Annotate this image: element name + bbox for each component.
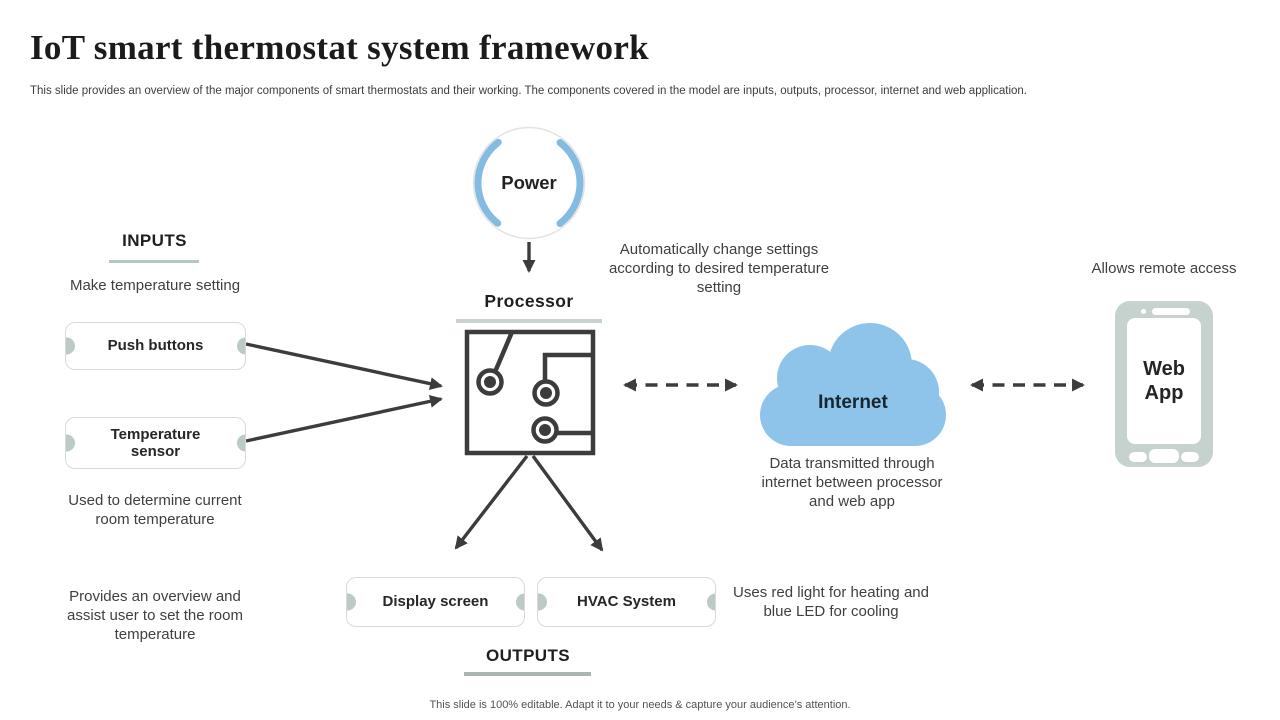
cloud-icon [760,323,946,446]
inputs-underline [109,260,199,263]
arrow-sensor-to-processor [245,394,443,443]
node-push-buttons: Push buttons [65,322,246,370]
inputs-note-top: Make temperature setting [69,277,241,294]
auto-change-note: Automatically change settings according … [608,241,830,297]
node-temperature-sensor-label: Temperature sensor [110,425,201,460]
phone-screen: Web App [1127,318,1201,444]
processor-heading: Processor [484,291,574,311]
arrow-processor-to-display [454,454,529,550]
phone-button-right [1181,452,1199,462]
phone-speaker-bar [1152,308,1190,315]
arrow-processor-to-hvac [531,454,604,552]
circuit-board-icon [464,329,596,456]
slide-subtitle: This slide provides an overview of the m… [30,85,1027,97]
smartphone-icon: Web App [1115,301,1213,467]
power-label: Power [501,172,557,193]
remote-access-note: Allows remote access [1091,260,1237,277]
inputs-note-bottom: Provides an overview and assist user to … [67,588,243,644]
phone-button-home [1149,449,1179,463]
phone-button-left [1129,452,1147,462]
webapp-label: Web App [1143,358,1185,404]
node-hvac-system: HVAC System [537,577,716,627]
node-display-screen: Display screen [346,577,525,627]
outputs-heading: OUTPUTS [485,646,571,665]
node-display-screen-label: Display screen [382,593,489,611]
inputs-heading: INPUTS [122,231,187,250]
arrow-pushbuttons-to-processor [245,342,443,391]
node-hvac-system-label: HVAC System [577,593,676,611]
power-ring-icon [472,126,586,240]
node-temperature-sensor: Temperature sensor [65,417,246,469]
processor-underline [456,319,602,323]
outputs-note: Uses red light for heating and blue LED … [733,584,929,621]
page-title: IoT smart thermostat system framework [30,28,649,67]
node-push-buttons-label: Push buttons [107,337,204,355]
internet-label: Internet [818,392,888,413]
outputs-underline [464,672,591,676]
data-transmitted-note: Data transmitted through internet betwee… [761,455,943,511]
power-node: Power [470,124,588,242]
slide-footer: This slide is 100% editable. Adapt it to… [429,699,851,711]
sensor-note: Used to determine current room temperatu… [68,492,242,529]
phone-camera-dot [1141,309,1146,314]
